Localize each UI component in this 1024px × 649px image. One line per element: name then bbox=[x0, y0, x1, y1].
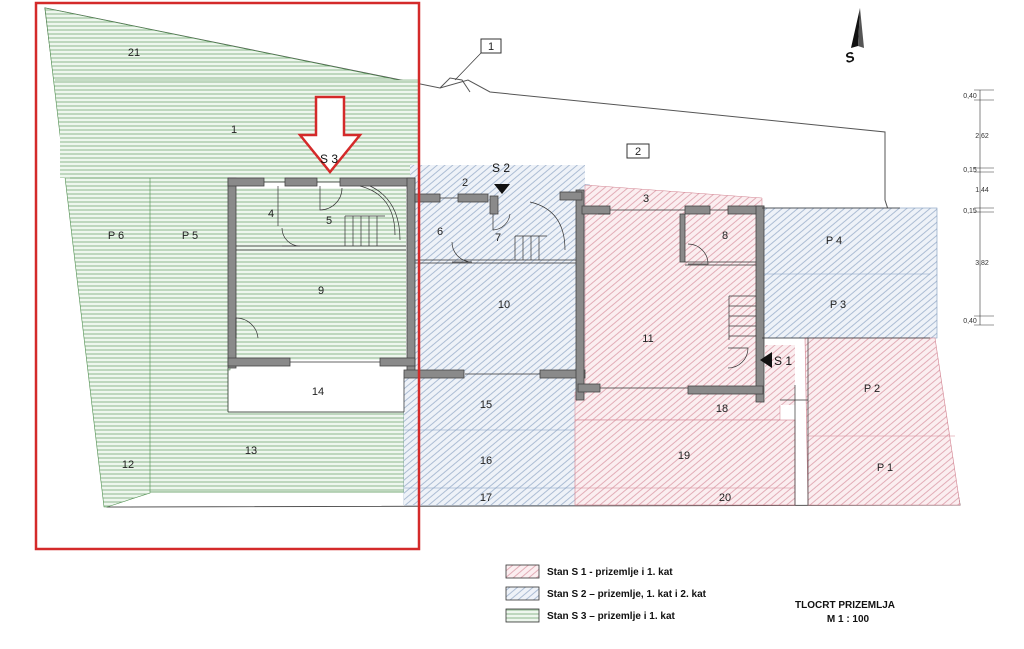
dim-5: 3,82 bbox=[975, 260, 989, 267]
legend-label-s2: Stan S 2 – prizemlje, 1. kat i 2. kat bbox=[547, 589, 707, 600]
room-14: 14 bbox=[312, 386, 324, 398]
entrance-s3: S 3 bbox=[320, 152, 338, 166]
title-line-1: TLOCRT PRIZEMLJA bbox=[795, 600, 895, 611]
room-10: 10 bbox=[498, 299, 510, 311]
drawing-title: TLOCRT PRIZEMLJA M 1 : 100 bbox=[795, 600, 895, 625]
legend-item-s1: Stan S 1 - prizemlje i 1. kat bbox=[505, 564, 673, 579]
entrance-s1: S 1 bbox=[774, 354, 792, 368]
room-7: 7 bbox=[495, 232, 501, 244]
legend-swatch-s2 bbox=[505, 586, 540, 601]
room-16: 16 bbox=[480, 455, 492, 467]
marker-2: 2 bbox=[626, 143, 650, 159]
legend-swatch-s3 bbox=[505, 608, 540, 623]
legend-label-s3: Stan S 3 – prizemlje i 1. kat bbox=[547, 611, 676, 622]
room-5: 5 bbox=[326, 215, 332, 227]
parking-p2: P 2 bbox=[864, 383, 880, 395]
room-9: 9 bbox=[318, 285, 324, 297]
parking-p1: P 1 bbox=[877, 462, 893, 474]
parking-p4: P 4 bbox=[826, 235, 842, 247]
marker-1-label: 1 bbox=[488, 41, 494, 53]
room-19: 19 bbox=[678, 450, 690, 462]
title-line-2: M 1 : 100 bbox=[827, 614, 870, 625]
room-17: 17 bbox=[480, 492, 492, 504]
entrance-triangle-s2-icon bbox=[494, 184, 510, 194]
room-15: 15 bbox=[480, 399, 492, 411]
highlight-frame bbox=[34, 1, 421, 551]
entrance-s2: S 2 bbox=[492, 161, 510, 175]
parking-p5: P 5 bbox=[182, 230, 198, 242]
compass-label: S bbox=[843, 48, 857, 66]
dim-4: 0,15 bbox=[963, 208, 977, 215]
legend-item-s3: Stan S 3 – prizemlje i 1. kat bbox=[505, 608, 676, 623]
room-20: 20 bbox=[719, 492, 731, 504]
dim-6: 0,40 bbox=[963, 318, 977, 325]
zone-stan-s1 bbox=[574, 184, 961, 506]
room-8: 8 bbox=[722, 230, 728, 242]
marker-2-label: 2 bbox=[635, 146, 641, 158]
room-3: 3 bbox=[643, 193, 649, 205]
legend: Stan S 1 - prizemlje i 1. kat Stan S 2 –… bbox=[505, 564, 707, 623]
dim-2: 0,15 bbox=[963, 167, 977, 174]
entrance-triangle-s1-icon bbox=[760, 352, 772, 368]
parking-p6: P 6 bbox=[108, 230, 124, 242]
parking-labels: P 6 P 5 P 4 P 3 P 2 P 1 bbox=[108, 230, 893, 474]
room-12: 12 bbox=[122, 459, 134, 471]
room-11: 11 bbox=[642, 333, 653, 345]
room-4: 4 bbox=[268, 208, 274, 220]
room-2: 2 bbox=[462, 177, 468, 189]
compass-arrow-icon bbox=[851, 8, 864, 48]
zone-stan-s2 bbox=[403, 164, 938, 506]
legend-label-s1: Stan S 1 - prizemlje i 1. kat bbox=[547, 567, 673, 578]
room-21: 21 bbox=[128, 47, 140, 59]
entrance-labels: S 3 S 2 S 1 bbox=[320, 152, 792, 368]
legend-item-s2: Stan S 2 – prizemlje, 1. kat i 2. kat bbox=[505, 586, 707, 601]
room-13: 13 bbox=[245, 445, 257, 457]
room-6: 6 bbox=[437, 226, 443, 238]
dim-1: 2,62 bbox=[975, 133, 989, 140]
internal-lines bbox=[227, 181, 930, 505]
highlight-arrow-icon bbox=[297, 95, 363, 174]
door-swings bbox=[235, 186, 749, 369]
parking-p3: P 3 bbox=[830, 299, 846, 311]
dim-3: 1,44 bbox=[975, 187, 989, 194]
room-18: 18 bbox=[716, 403, 728, 415]
dimension-labels: 0,40 2,62 0,15 1,44 0,15 3,82 0,40 bbox=[963, 93, 989, 325]
dimension-chain bbox=[974, 89, 994, 326]
room-1: 1 bbox=[231, 124, 237, 136]
room-labels: 21 1 2 3 4 5 6 7 8 9 10 11 14 15 18 13 1… bbox=[122, 47, 731, 504]
legend-swatch-s1 bbox=[505, 564, 540, 579]
marker-1: 1 bbox=[454, 38, 502, 81]
walls bbox=[227, 177, 765, 403]
dim-0: 0,40 bbox=[963, 93, 977, 100]
